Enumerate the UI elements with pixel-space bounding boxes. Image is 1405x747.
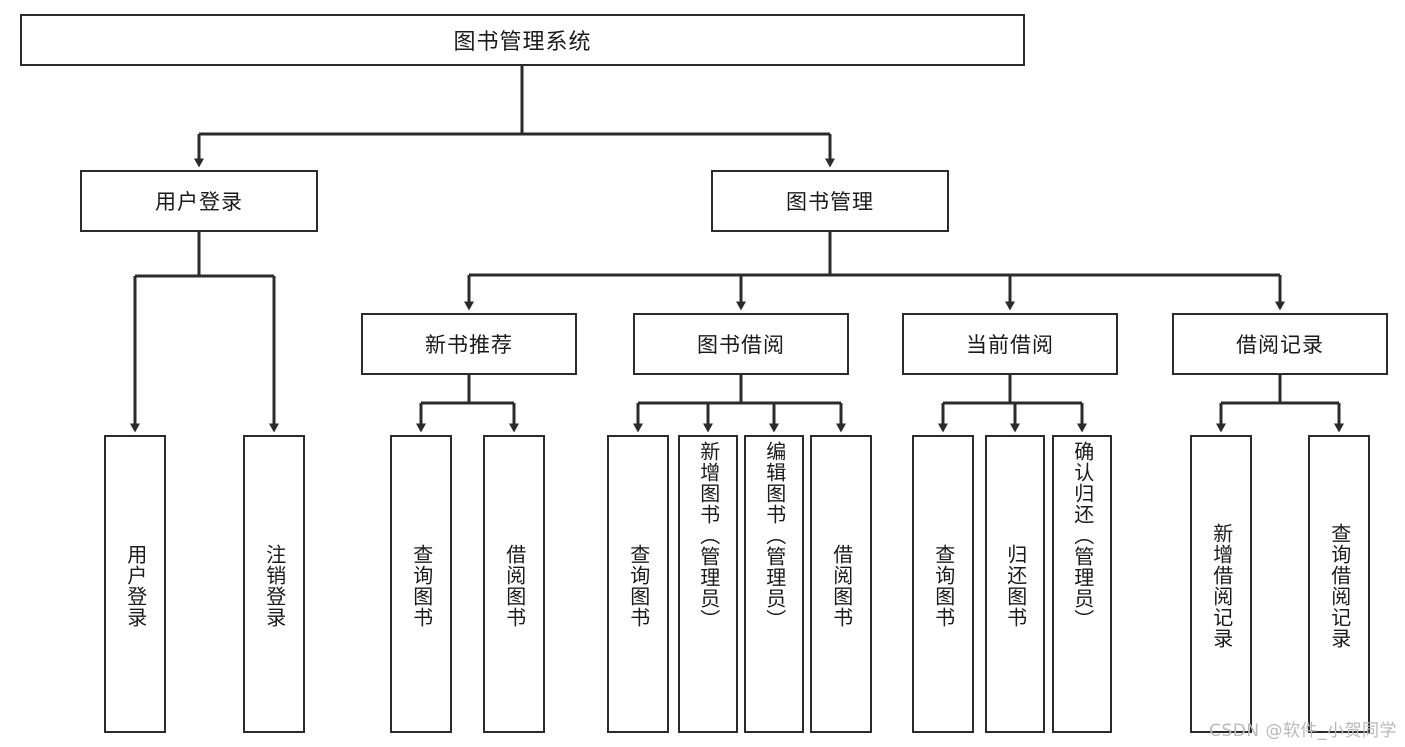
node-query-book-2[interactable]: 查询图书: [607, 435, 669, 733]
node-user-logout[interactable]: 注销登录: [243, 435, 305, 733]
node-edit-book-admin-label: 编辑图书（管理员）: [762, 441, 787, 630]
node-user-login-do-label: 用户登录: [123, 544, 148, 628]
node-current-borrow[interactable]: 当前借阅: [902, 313, 1118, 375]
node-query-book-3[interactable]: 查询图书: [912, 435, 974, 733]
leaf-text-wrap: 归还图书: [987, 441, 1043, 731]
node-add-book-admin[interactable]: 新增图书（管理员）: [678, 435, 738, 733]
node-book-borrow[interactable]: 图书借阅: [633, 313, 849, 375]
node-borrow-book-2-label: 借阅图书: [829, 544, 854, 628]
leaf-text-wrap: 查询借阅记录: [1310, 441, 1368, 731]
node-confirm-return-admin-label: 确认归还（管理员）: [1070, 441, 1095, 630]
node-book-manage-label: 图书管理: [786, 190, 874, 214]
leaf-text-wrap: 借阅图书: [812, 441, 870, 731]
node-query-book-1-label: 查询图书: [409, 544, 434, 628]
node-return-book[interactable]: 归还图书: [985, 435, 1045, 733]
node-return-book-label: 归还图书: [1003, 544, 1028, 628]
node-query-book-1[interactable]: 查询图书: [390, 435, 452, 733]
node-add-borrow-record-label: 新增借阅记录: [1209, 523, 1234, 649]
node-query-borrow-record[interactable]: 查询借阅记录: [1308, 435, 1370, 733]
node-borrow-records-label: 借阅记录: [1236, 333, 1324, 357]
node-user-login-label: 用户登录: [155, 190, 243, 214]
leaf-text-wrap: 查询图书: [914, 441, 972, 731]
node-current-borrow-label: 当前借阅: [966, 333, 1054, 357]
leaf-text-wrap: 注销登录: [245, 441, 303, 731]
leaf-text-wrap: 新增借阅记录: [1192, 441, 1250, 731]
node-book-borrow-label: 图书借阅: [697, 333, 785, 357]
watermark-text: CSDN @软件_小贺同学: [1209, 721, 1397, 741]
node-add-borrow-record[interactable]: 新增借阅记录: [1190, 435, 1252, 733]
leaf-text-wrap: 借阅图书: [485, 441, 543, 731]
leaf-text-wrap: 编辑图书（管理员）: [746, 441, 802, 731]
node-user-login-do[interactable]: 用户登录: [104, 435, 166, 733]
leaf-text-wrap: 查询图书: [392, 441, 450, 731]
leaf-text-wrap: 新增图书（管理员）: [680, 441, 736, 731]
node-borrow-records[interactable]: 借阅记录: [1172, 313, 1388, 375]
node-new-book-recommend-label: 新书推荐: [425, 333, 513, 357]
node-root[interactable]: 图书管理系统: [20, 14, 1025, 66]
leaf-text-wrap: 确认归还（管理员）: [1054, 441, 1110, 731]
node-user-logout-label: 注销登录: [262, 544, 287, 628]
node-new-book-recommend[interactable]: 新书推荐: [361, 313, 577, 375]
leaf-text-wrap: 用户登录: [106, 441, 164, 731]
node-borrow-book-1-label: 借阅图书: [502, 544, 527, 628]
node-confirm-return-admin[interactable]: 确认归还（管理员）: [1052, 435, 1112, 733]
node-root-label: 图书管理系统: [453, 30, 592, 55]
node-query-book-3-label: 查询图书: [931, 544, 956, 628]
node-add-book-admin-label: 新增图书（管理员）: [696, 441, 721, 630]
node-book-manage[interactable]: 图书管理: [711, 170, 949, 232]
node-query-borrow-record-label: 查询借阅记录: [1327, 523, 1352, 649]
leaf-text-wrap: 查询图书: [609, 441, 667, 731]
node-edit-book-admin[interactable]: 编辑图书（管理员）: [744, 435, 804, 733]
node-user-login[interactable]: 用户登录: [80, 170, 318, 232]
node-query-book-2-label: 查询图书: [626, 544, 651, 628]
node-borrow-book-1[interactable]: 借阅图书: [483, 435, 545, 733]
node-borrow-book-2[interactable]: 借阅图书: [810, 435, 872, 733]
